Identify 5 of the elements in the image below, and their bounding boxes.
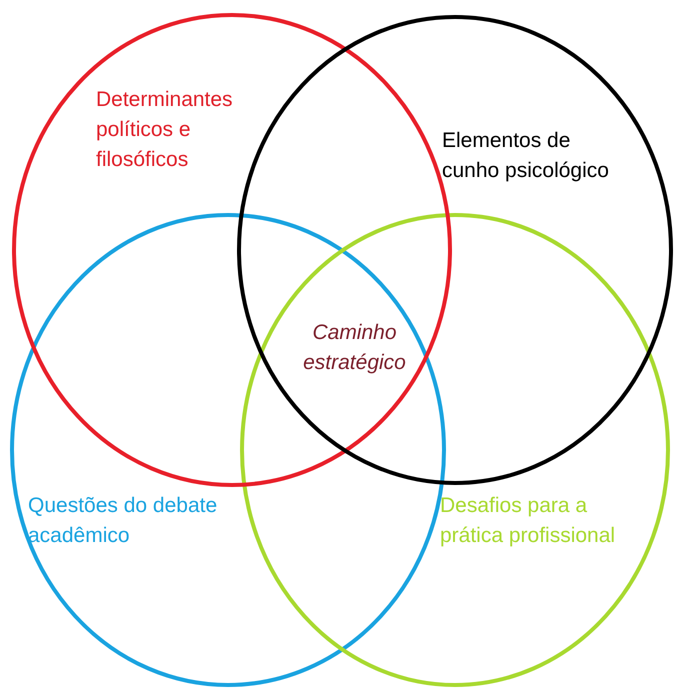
circle-label: Elementos de cunho psicológico <box>442 128 610 184</box>
circle-label: Questões do debate acadêmico <box>28 493 218 549</box>
circle-label: Desafios para a prática profissional <box>440 493 616 549</box>
circle-label: Determinantes políticos e filosóficos <box>96 87 234 173</box>
center-label: Caminho estratégico <box>302 320 407 376</box>
